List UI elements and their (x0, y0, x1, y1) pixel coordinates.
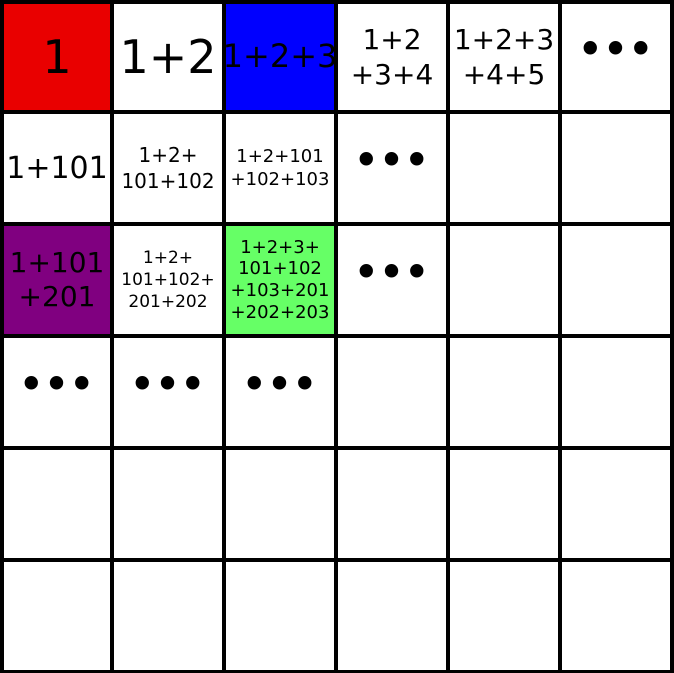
grid-cell-r4-c3: ••• (226, 338, 334, 446)
grid-cell-r3-c6 (562, 226, 670, 334)
grid-cell-r2-c1: 1+101 (4, 114, 110, 222)
grid-cell-r5-c1 (4, 450, 110, 558)
grid-cell-r2-c4: ••• (338, 114, 446, 222)
ellipsis-marker: ••• (354, 250, 430, 294)
grid-cell-r1-c6: ••• (562, 4, 670, 110)
grid-cell-r5-c3 (226, 450, 334, 558)
grid-cell-r3-c4: ••• (338, 226, 446, 334)
ellipsis-marker: ••• (578, 27, 654, 71)
grid-cell-r3-c5 (450, 226, 558, 334)
ellipsis-marker: ••• (354, 138, 430, 182)
grid-cell-r1-c2: 1+2 (114, 4, 222, 110)
cell-expression: 1+2 +3+4 (350, 23, 434, 91)
grid-cell-r2-c5 (450, 114, 558, 222)
grid-cell-r6-c1 (4, 562, 110, 670)
grid-cell-r1-c3: 1+2+3 (226, 4, 334, 110)
grid-cell-r6-c3 (226, 562, 334, 670)
cell-expression: 1+2 (119, 29, 217, 84)
cell-expression: 1 (42, 29, 72, 84)
grid-cell-r6-c4 (338, 562, 446, 670)
cell-expression: 1+101 (6, 150, 108, 186)
cell-expression: 1+2+3+ 101+102 +103+201 +202+203 (230, 236, 330, 323)
grid-cell-r2-c6 (562, 114, 670, 222)
grid-cell-r5-c4 (338, 450, 446, 558)
ellipsis-marker: ••• (130, 362, 206, 406)
cell-expression: 1+2+ 101+102+ 201+202 (121, 247, 215, 313)
grid-cell-r4-c6 (562, 338, 670, 446)
grid-cell-r4-c5 (450, 338, 558, 446)
cell-expression: 1+2+101 +102+103 (230, 145, 330, 190)
cell-expression: 1+2+3 (226, 37, 334, 76)
grid-cell-r1-c4: 1+2 +3+4 (338, 4, 446, 110)
grid-cell-r4-c1: ••• (4, 338, 110, 446)
grid-cell-r3-c2: 1+2+ 101+102+ 201+202 (114, 226, 222, 334)
grid-cell-r5-c2 (114, 450, 222, 558)
grid-cell-r1-c1: 1 (4, 4, 110, 110)
grid-cell-r6-c6 (562, 562, 670, 670)
grid-cell-r3-c1: 1+101 +201 (4, 226, 110, 334)
grid-cell-r6-c5 (450, 562, 558, 670)
grid-cell-r2-c2: 1+2+ 101+102 (114, 114, 222, 222)
grid-cell-r6-c2 (114, 562, 222, 670)
grid-cell-r4-c4 (338, 338, 446, 446)
ellipsis-marker: ••• (242, 362, 318, 406)
grid-cell-r5-c5 (450, 450, 558, 558)
cell-expression: 1+2+3 +4+5 (453, 23, 555, 91)
grid-cell-r4-c2: ••• (114, 338, 222, 446)
grid-cell-r5-c6 (562, 450, 670, 558)
cell-expression: 1+101 +201 (9, 246, 105, 313)
ellipsis-marker: ••• (19, 362, 95, 406)
cell-expression: 1+2+ 101+102 (121, 143, 215, 193)
grid-cell-r3-c3: 1+2+3+ 101+102 +103+201 +202+203 (226, 226, 334, 334)
grid-cell-r1-c5: 1+2+3 +4+5 (450, 4, 558, 110)
grid-cell-r2-c3: 1+2+101 +102+103 (226, 114, 334, 222)
